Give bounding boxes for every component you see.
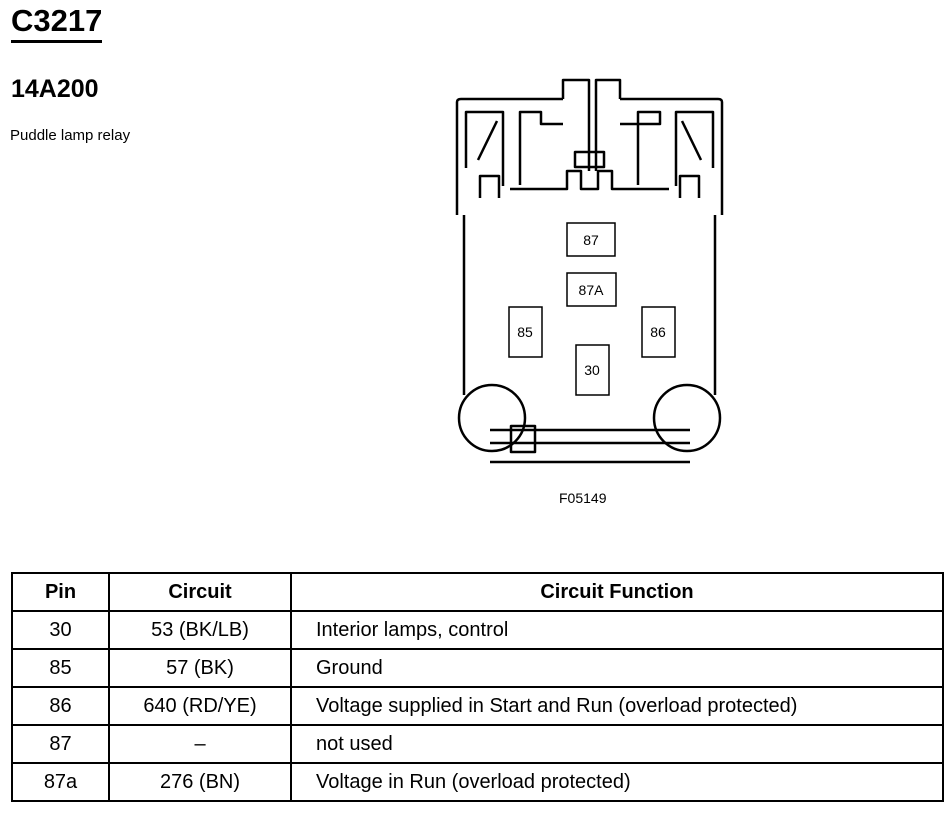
terminal-85-label: 85: [517, 324, 533, 340]
function-cell: Voltage supplied in Start and Run (overl…: [290, 686, 944, 726]
header-circuit-function: Circuit Function: [290, 572, 944, 612]
housing-outline: [455, 97, 724, 215]
function-cell: not used: [290, 724, 944, 764]
pin-cell: 87: [11, 724, 110, 764]
header-circuit: Circuit: [108, 572, 292, 612]
table-row: 30 53 (BK/LB) Interior lamps, control: [11, 610, 944, 650]
table-header-row: Pin Circuit Circuit Function: [11, 572, 944, 612]
bottom-edge: [490, 428, 690, 464]
circuit-cell: 57 (BK): [108, 648, 292, 688]
relay-connector-diagram: 87 87A 85 86 30: [455, 78, 724, 464]
function-cell: Voltage in Run (overload protected): [290, 762, 944, 802]
connector-id: C3217: [11, 3, 103, 43]
housing-body: [462, 215, 717, 395]
table-row: 85 57 (BK) Ground: [11, 648, 944, 688]
terminal-87-label: 87: [583, 232, 599, 248]
pin-cell: 87a: [11, 762, 110, 802]
pin-cell: 85: [11, 648, 110, 688]
table-row: 87 – not used: [11, 724, 944, 764]
bottom-left-lobe: [457, 383, 527, 453]
terminal-87a-slot: [566, 272, 617, 307]
circuit-cell: 53 (BK/LB): [108, 610, 292, 650]
latch-tab: [573, 150, 606, 169]
part-number: 14A200: [11, 75, 99, 103]
table-row: 87a 276 (BN) Voltage in Run (overload pr…: [11, 762, 944, 802]
terminal-87-slot: [566, 222, 616, 257]
latch-outline: [561, 78, 622, 171]
pinout-table: Pin Circuit Circuit Function 30 53 (BK/L…: [11, 572, 944, 802]
terminal-30-slot: [575, 344, 610, 396]
circuit-cell: 640 (RD/YE): [108, 686, 292, 726]
circuit-cell: 276 (BN): [108, 762, 292, 802]
bottom-key: [509, 424, 537, 454]
terminal-85-slot: [508, 306, 543, 358]
terminal-30-label: 30: [584, 362, 600, 378]
circuit-cell: –: [108, 724, 292, 764]
pin-cell: 30: [11, 610, 110, 650]
terminal-86-slot: [641, 306, 676, 358]
bottom-right-lobe: [652, 383, 722, 453]
function-cell: Ground: [290, 648, 944, 688]
terminal-87a-label: 87A: [579, 282, 605, 298]
header-pin: Pin: [11, 572, 110, 612]
terminal-86-label: 86: [650, 324, 666, 340]
connector-description: Puddle lamp relay: [10, 127, 131, 144]
pin-cell: 86: [11, 686, 110, 726]
table-row: 86 640 (RD/YE) Voltage supplied in Start…: [11, 686, 944, 726]
function-cell: Interior lamps, control: [290, 610, 944, 650]
terminal-slots: [508, 222, 676, 396]
figure-id: F05149: [559, 490, 607, 506]
